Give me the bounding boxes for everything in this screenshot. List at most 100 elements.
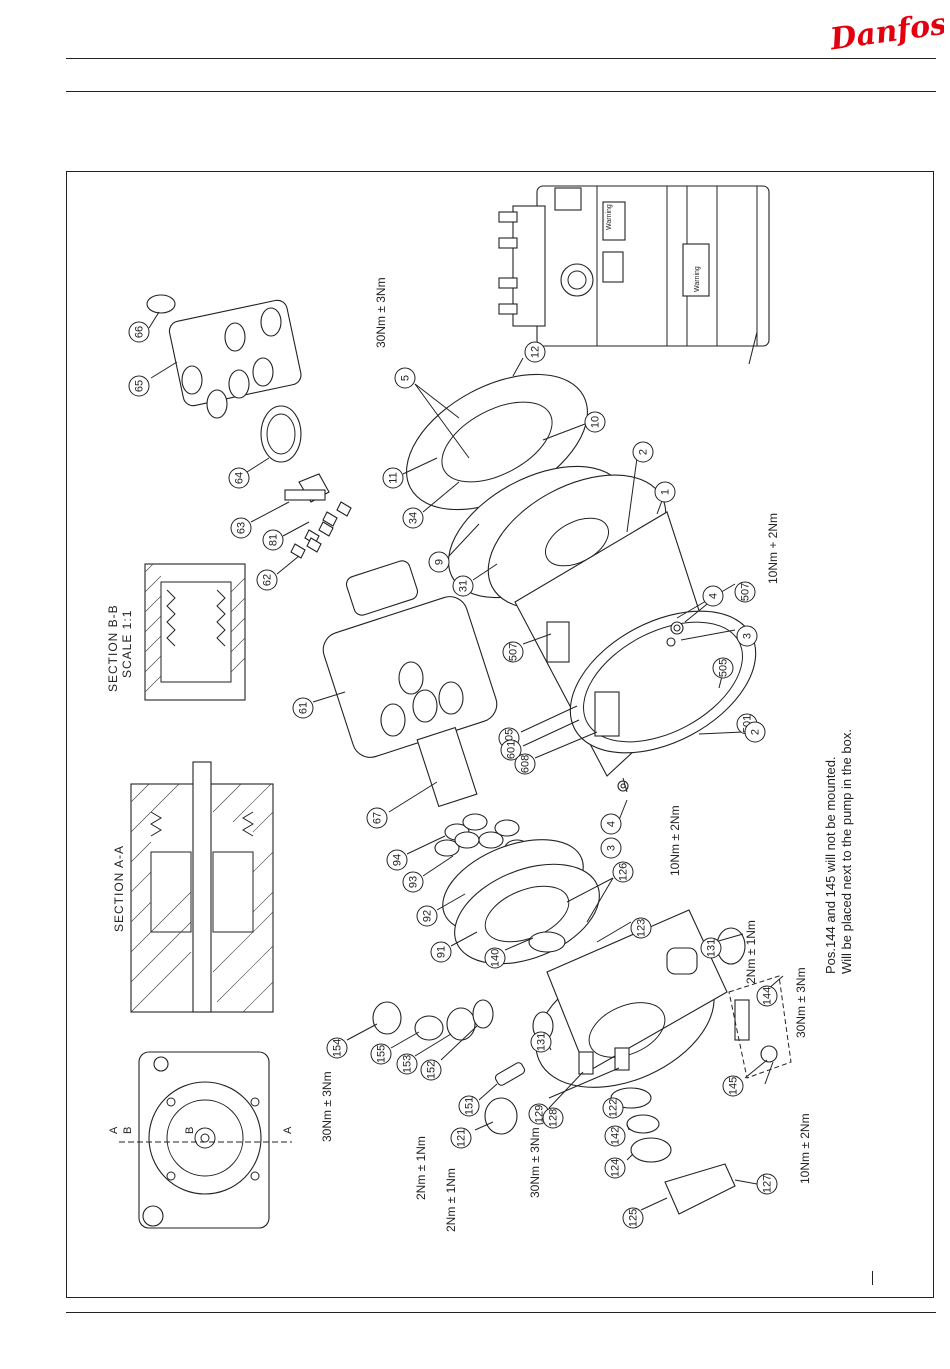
part-balloon-92: 92 bbox=[416, 905, 438, 927]
part-number: 11 bbox=[388, 472, 400, 483]
section-aa-title: SECTION A-A bbox=[112, 845, 126, 932]
view-mark-b-top: B bbox=[122, 1127, 134, 1134]
part-balloon-124: 124 bbox=[604, 1157, 626, 1179]
part-balloon-62: 62 bbox=[256, 569, 278, 591]
part-number: 124 bbox=[610, 1159, 622, 1177]
part-balloon-1: 1 bbox=[654, 481, 676, 503]
part-balloon-93: 93 bbox=[402, 871, 424, 893]
part-balloon-131: 131 bbox=[530, 1031, 552, 1053]
part-balloon-4: 4 bbox=[702, 585, 724, 607]
part-balloon-153: 153 bbox=[396, 1053, 418, 1075]
part-balloon-140: 140 bbox=[484, 947, 506, 969]
part-balloon-64: 64 bbox=[228, 467, 250, 489]
torque-3: 10Nm ± 2Nm bbox=[668, 805, 682, 876]
torque-131b: 2Nm ± 1Nm bbox=[444, 1168, 458, 1232]
part-balloon-125: 125 bbox=[622, 1207, 644, 1229]
part-number: 154 bbox=[332, 1039, 344, 1057]
exploded-drawing-frame: Warning Warning bbox=[66, 171, 934, 1298]
pump-housing bbox=[487, 474, 757, 792]
part-number: 507 bbox=[508, 643, 520, 661]
part-number: 131 bbox=[536, 1033, 548, 1051]
footer-rule bbox=[66, 1312, 936, 1313]
section-bb-scale: SCALE 1:1 bbox=[120, 610, 134, 678]
part-balloon-128: 128 bbox=[542, 1107, 564, 1129]
part-balloon-123: 123 bbox=[630, 917, 652, 939]
part-number: 12 bbox=[530, 346, 542, 358]
part-number: 121 bbox=[456, 1129, 468, 1147]
part-number: 67 bbox=[372, 812, 384, 824]
note-line-2: Will be placed next to the pump in the b… bbox=[839, 729, 854, 974]
part-balloon-12: 12 bbox=[524, 341, 546, 363]
part-balloon-131: 131 bbox=[700, 937, 722, 959]
part-number: 62 bbox=[262, 574, 274, 586]
part-balloon-121: 121 bbox=[450, 1127, 472, 1149]
part-number: 505 bbox=[718, 659, 730, 677]
part-balloon-4: 4 bbox=[600, 813, 622, 835]
part-number: 151 bbox=[464, 1097, 476, 1115]
part-balloon-126: 126 bbox=[612, 861, 634, 883]
part-number: 31 bbox=[458, 580, 470, 592]
part-balloon-5: 5 bbox=[394, 367, 416, 389]
part-number: 93 bbox=[408, 876, 420, 888]
part-number: 94 bbox=[392, 854, 404, 866]
part-number: 2 bbox=[750, 729, 762, 735]
part-number: 9 bbox=[434, 559, 446, 565]
part-balloon-142: 142 bbox=[604, 1125, 626, 1147]
part-balloon-9: 9 bbox=[428, 551, 450, 573]
part-balloon-81: 81 bbox=[262, 529, 284, 551]
part-number: 4 bbox=[708, 593, 720, 599]
svg-text:Danfoss: Danfoss bbox=[827, 10, 944, 54]
torque-127: 10Nm ± 2Nm bbox=[798, 1113, 812, 1184]
torque-131: 2Nm ± 1Nm bbox=[744, 920, 758, 984]
part-number: 128 bbox=[548, 1109, 560, 1127]
part-balloon-601: 601 bbox=[500, 739, 522, 761]
view-mark-a-top: A bbox=[108, 1126, 120, 1134]
part-balloon-31: 31 bbox=[452, 575, 474, 597]
part-number: 507 bbox=[740, 583, 752, 601]
part-number: 4 bbox=[606, 821, 618, 827]
exploded-view-drawing: Warning Warning bbox=[106, 185, 854, 1232]
part-number: 140 bbox=[490, 949, 502, 967]
piston-assembly bbox=[146, 294, 352, 559]
part-balloon-127: 127 bbox=[756, 1173, 778, 1195]
part-number: 123 bbox=[636, 919, 648, 937]
part-balloon-67: 67 bbox=[366, 807, 388, 829]
part-number: 64 bbox=[234, 472, 246, 484]
part-balloon-144: 144 bbox=[756, 985, 778, 1007]
page-mark bbox=[872, 1271, 873, 1285]
part-balloon-505: 505 bbox=[712, 657, 734, 679]
part-number: 129 bbox=[534, 1105, 546, 1123]
part-number: 65 bbox=[134, 380, 146, 392]
section-bb-view: SECTION B-B SCALE 1:1 bbox=[106, 563, 246, 701]
part-number: 152 bbox=[426, 1061, 438, 1079]
part-number: 91 bbox=[436, 946, 448, 958]
part-balloon-129: 129 bbox=[528, 1103, 550, 1125]
front-view: A B B A bbox=[108, 1051, 294, 1229]
part-balloon-65: 65 bbox=[128, 375, 150, 397]
part-number: 131 bbox=[706, 939, 718, 957]
part-number: 92 bbox=[422, 910, 434, 922]
part-balloon-3: 3 bbox=[600, 837, 622, 859]
part-number: 144 bbox=[762, 987, 774, 1005]
part-balloon-3: 3 bbox=[736, 625, 758, 647]
part-balloon-155: 155 bbox=[370, 1043, 392, 1065]
view-mark-b-center: B bbox=[184, 1127, 196, 1134]
part-balloon-2: 2 bbox=[632, 441, 654, 463]
warning-plate-large: Warning bbox=[694, 266, 701, 292]
part-number: 3 bbox=[742, 633, 754, 639]
part-number: 61 bbox=[298, 702, 310, 714]
part-number: 3 bbox=[606, 845, 618, 851]
part-balloon-94: 94 bbox=[386, 849, 408, 871]
part-number: 142 bbox=[610, 1127, 622, 1145]
section-aa-view: SECTION A-A bbox=[112, 761, 274, 1013]
part-balloon-61: 61 bbox=[292, 697, 314, 719]
note-line-1: Pos.144 and 145 will not be mounted. bbox=[823, 756, 838, 974]
torque-501: 10Nm + 2Nm bbox=[766, 513, 780, 584]
part-balloon-145: 145 bbox=[722, 1075, 744, 1097]
part-balloon-10: 10 bbox=[584, 411, 606, 433]
part-balloon-507: 507 bbox=[502, 641, 524, 663]
danfoss-logo: Danfoss bbox=[826, 4, 950, 57]
part-number: 127 bbox=[762, 1175, 774, 1193]
part-number: 145 bbox=[728, 1077, 740, 1095]
